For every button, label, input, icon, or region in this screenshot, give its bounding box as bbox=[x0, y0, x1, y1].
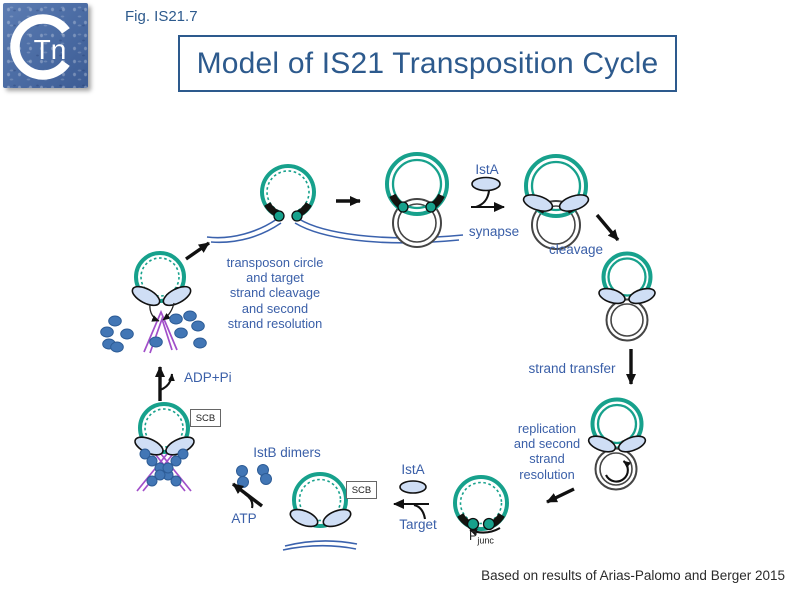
resolution-arrow bbox=[546, 487, 575, 504]
recycle-arrow bbox=[185, 241, 210, 261]
synaptic-complex-figure8 bbox=[522, 154, 590, 250]
label-ista-bottom: IstA bbox=[401, 462, 425, 477]
label-replication-note: replication and second strand resolution bbox=[513, 421, 581, 482]
scb-complex bbox=[282, 472, 358, 551]
transposon-donor-figure8 bbox=[385, 152, 449, 248]
label-scb-left: SCB bbox=[190, 409, 221, 427]
ista-target-entry bbox=[393, 480, 429, 520]
replication-rolling-arrow bbox=[605, 460, 632, 483]
istb-dimers-group bbox=[231, 464, 272, 509]
adp-release-arrow bbox=[155, 366, 175, 401]
figure-number: Fig. IS21.7 bbox=[125, 8, 198, 25]
title-box: Model of IS21 Transposition Cycle bbox=[178, 35, 677, 92]
label-atp: ATP bbox=[231, 511, 257, 526]
tn-logo-graphic: Tn bbox=[10, 14, 70, 80]
pjunc-arrow bbox=[469, 527, 501, 536]
ista-loading-arrow bbox=[471, 176, 505, 212]
logo-tn-text: Tn bbox=[34, 34, 67, 65]
stc-complex bbox=[134, 402, 195, 492]
label-p-junc: Pjunc bbox=[469, 529, 494, 546]
label-scb-right: SCB bbox=[346, 481, 377, 499]
replication-complex bbox=[587, 397, 647, 491]
cleavage-arrow bbox=[595, 213, 620, 242]
credit-text: Based on results of Arias-Palomo and Ber… bbox=[481, 568, 785, 583]
cleaved-complex bbox=[598, 251, 656, 342]
page-title: Model of IS21 Transposition Cycle bbox=[196, 46, 659, 80]
label-cleavage: cleavage bbox=[548, 242, 604, 257]
logo-c-ring-icon bbox=[10, 14, 70, 80]
label-target: Target bbox=[399, 517, 437, 532]
label-adp-pi: ADP+Pi bbox=[184, 370, 232, 385]
target-cleavage-complex bbox=[100, 251, 207, 354]
tn-logo: Tn bbox=[3, 3, 88, 88]
target-capture-open-circle bbox=[206, 164, 464, 244]
label-synapse: synapse bbox=[468, 224, 520, 239]
pjunc-transposon-circle bbox=[453, 475, 509, 536]
label-ista-top: IstA bbox=[475, 162, 499, 177]
label-center-note: transposon circle and target strand clea… bbox=[226, 255, 324, 331]
label-strand-transfer: strand transfer bbox=[528, 361, 616, 376]
label-istb-dimers: IstB dimers bbox=[253, 445, 321, 460]
